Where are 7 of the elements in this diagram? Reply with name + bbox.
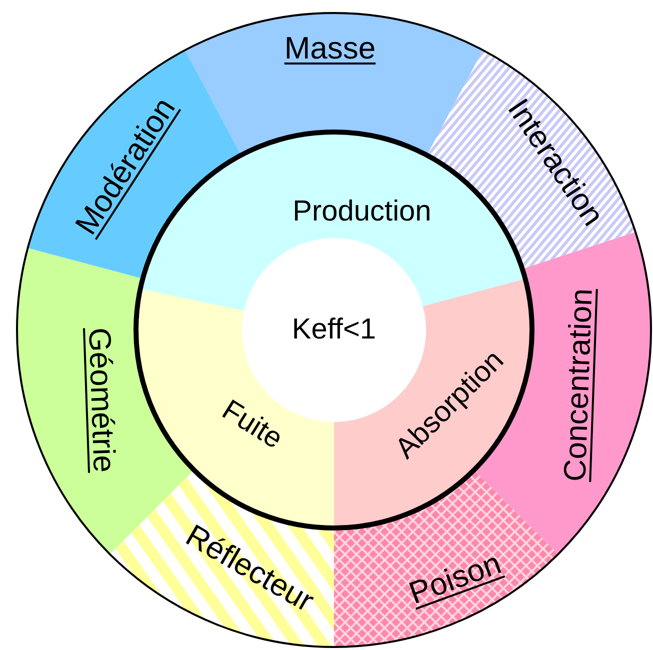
segment-label: Fuite xyxy=(216,396,288,454)
segment-label: Production xyxy=(292,198,432,226)
segment-label: Concentration xyxy=(559,288,597,482)
segment-label: Géométrie xyxy=(84,327,120,473)
segment-label: Poison xyxy=(405,547,505,609)
segment-label: Masse xyxy=(284,32,376,64)
segment-label: Keff<1 xyxy=(292,316,376,344)
